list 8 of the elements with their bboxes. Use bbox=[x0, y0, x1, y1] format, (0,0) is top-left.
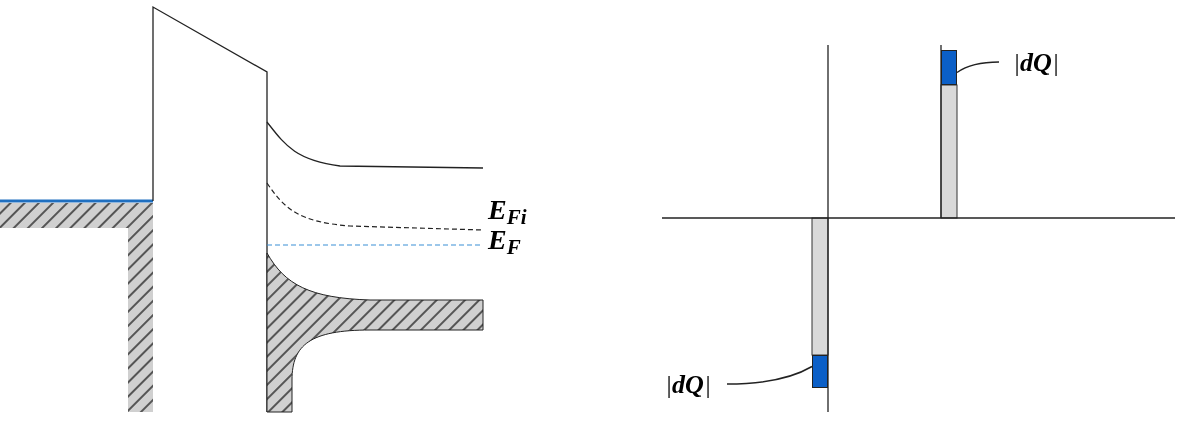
leader-line bbox=[956, 61, 1000, 74]
leader-line bbox=[726, 365, 813, 385]
charge-block bbox=[812, 355, 828, 388]
charge-block bbox=[941, 50, 957, 85]
charge-label: |dQ| bbox=[653, 368, 723, 400]
charge-label: |dQ| bbox=[1003, 46, 1069, 78]
energy-level-label: E$_{F}$ bbox=[488, 226, 521, 254]
energy-level-label: E$_{Fi}$ bbox=[488, 196, 527, 224]
